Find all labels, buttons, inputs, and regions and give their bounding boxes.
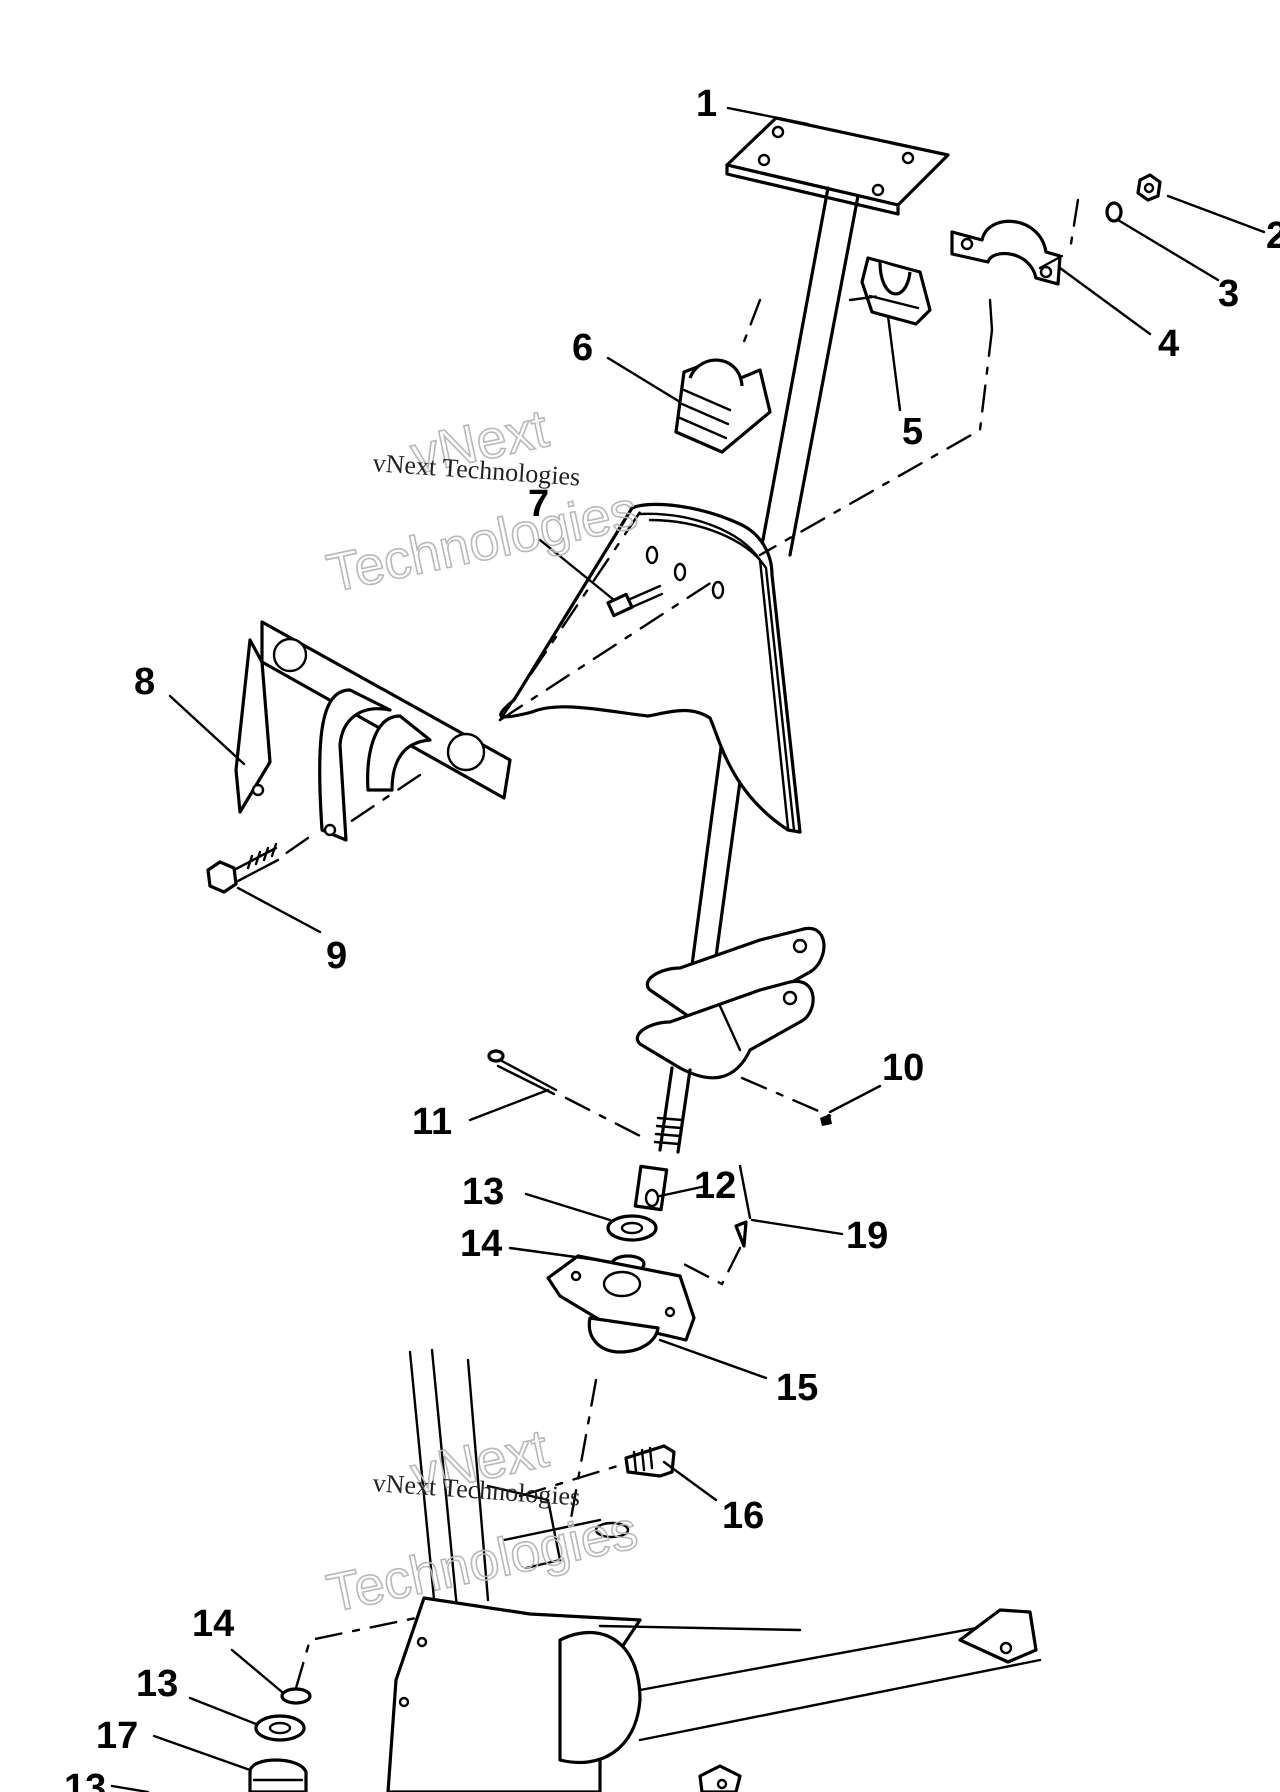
bushing-part — [860, 256, 932, 326]
steering-arm-plates — [635, 926, 826, 1080]
leader-lines — [110, 106, 1266, 1792]
callout-3: 3 — [1218, 273, 1239, 315]
shaft-threaded-end — [653, 1066, 692, 1154]
callout-13-upper: 13 — [462, 1171, 504, 1213]
small-nut-part — [820, 1114, 832, 1126]
phantom-lines — [280, 198, 1080, 1690]
clevis-pin-part — [734, 1164, 752, 1248]
rubber-block-part — [674, 358, 772, 454]
hex-bolt-part — [206, 842, 280, 894]
callout-numbers: 1 2 3 4 5 6 7 8 9 10 11 12 13 14 19 15 1… — [64, 83, 1280, 1792]
callout-19: 19 — [846, 1215, 888, 1257]
flat-washer-part — [606, 1214, 658, 1242]
carriage-bolt-part — [624, 1444, 676, 1478]
callout-1: 1 — [696, 83, 717, 125]
callout-2: 2 — [1266, 215, 1280, 257]
callout-9: 9 — [326, 935, 347, 977]
callout-14-lower: 14 — [192, 1603, 234, 1645]
steering-bracket-part — [499, 502, 802, 834]
callout-15: 15 — [776, 1367, 818, 1409]
clamp-part — [950, 219, 1062, 286]
callout-7: 7 — [528, 483, 549, 525]
callout-11: 11 — [412, 1101, 452, 1143]
callout-8: 8 — [134, 661, 155, 703]
callout-14-upper: 14 — [460, 1223, 502, 1265]
frame-chassis — [386, 1348, 1042, 1792]
callout-5: 5 — [902, 411, 923, 453]
bearing-housing-part — [546, 1254, 696, 1354]
callout-13-bottom: 13 — [64, 1767, 106, 1792]
callout-16: 16 — [722, 1495, 764, 1537]
cotter-pin-part — [487, 1049, 558, 1096]
callout-10: 10 — [882, 1047, 924, 1089]
callout-6: 6 — [572, 327, 593, 369]
hex-nut-part — [1136, 173, 1162, 202]
lower-washer-stack — [248, 1687, 312, 1792]
small-bolt-part — [606, 584, 664, 618]
callout-12: 12 — [694, 1165, 736, 1207]
mount-bracket-part — [234, 620, 512, 842]
ferrule-part — [633, 1164, 669, 1212]
callout-4: 4 — [1158, 323, 1179, 365]
steering-post-part — [684, 116, 950, 1017]
callout-17: 17 — [96, 1715, 138, 1757]
callout-13-lower: 13 — [136, 1663, 178, 1705]
lock-washer-part — [1105, 201, 1123, 223]
